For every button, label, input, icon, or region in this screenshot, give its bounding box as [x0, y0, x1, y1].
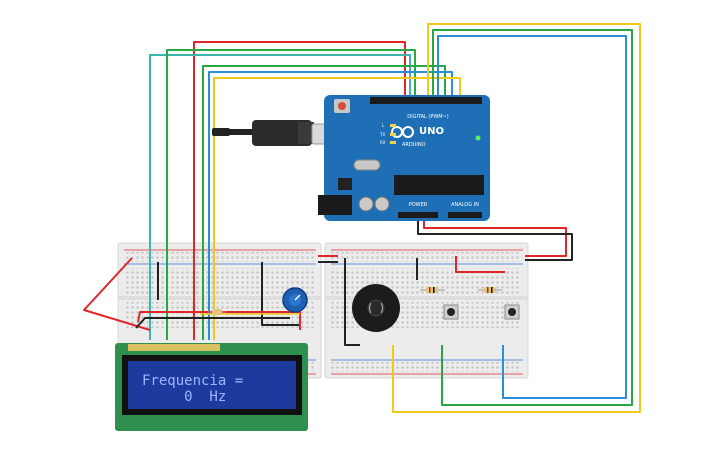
power-header	[398, 212, 438, 218]
wire-yellow-loop	[392, 23, 641, 413]
wire-teal-digital	[149, 54, 411, 340]
wire-red-right-1	[455, 256, 505, 273]
wire-red-left-loop	[83, 257, 151, 331]
pushbutton-2[interactable]	[504, 304, 520, 320]
digital-header	[370, 97, 482, 104]
svg-text:RX: RX	[380, 140, 386, 145]
svg-text:L: L	[382, 123, 385, 128]
resistor-left	[208, 309, 226, 315]
wire-harness	[83, 23, 641, 413]
potentiometer[interactable]	[282, 287, 308, 313]
arduino-logo-icon	[391, 126, 414, 138]
atmega-chip	[394, 175, 484, 195]
piezo-buzzer[interactable]	[352, 284, 400, 332]
wire-red-digital	[193, 41, 406, 340]
analog-header-label: ANALOG IN	[451, 202, 479, 208]
arduino-uno-board: DIGITAL (PWM~) UNO ARDUINO L TX RX	[318, 95, 490, 221]
sound-wave-icon	[369, 302, 383, 314]
wire-green-1	[166, 49, 416, 340]
wire-black-gnd	[417, 216, 573, 261]
crystal	[353, 159, 381, 171]
arduino-model-label: UNO	[419, 126, 444, 137]
reset-button[interactable]	[338, 102, 346, 110]
wire-black-pot	[261, 262, 300, 326]
status-leds: L TX RX	[379, 123, 396, 145]
arduino-brand-label: ARDUINO	[402, 142, 426, 148]
wire-green-2	[202, 65, 446, 340]
wire-red-5v	[423, 216, 567, 257]
power-header-label: POWER	[409, 202, 428, 208]
resistor-right-1	[420, 287, 445, 293]
lcd-pin-header	[128, 344, 220, 351]
wire-black-lcd	[135, 317, 290, 329]
svg-text:TX: TX	[379, 132, 385, 137]
wire-blue-digital	[208, 71, 453, 340]
capacitor-2	[374, 196, 390, 212]
usb-cable	[212, 120, 341, 146]
wire-yellow-digital	[213, 77, 461, 340]
pushbutton-1[interactable]	[443, 304, 459, 320]
lcd-screen	[128, 361, 296, 409]
digital-header-label: DIGITAL (PWM~)	[407, 114, 449, 120]
lcd-line-1: Frequencia =	[142, 373, 243, 389]
lcd-module: Frequencia = 0 Hz	[115, 343, 308, 431]
power-led-icon	[475, 135, 481, 141]
wire-black-buzzer	[344, 258, 360, 346]
capacitor-1	[358, 196, 374, 212]
analog-header	[448, 212, 482, 218]
resistor-right-2	[478, 287, 502, 293]
voltage-regulator	[338, 178, 352, 190]
lcd-line-2: 0 Hz	[142, 389, 226, 405]
wire-blue-loop	[437, 35, 627, 399]
wire-green-loop	[432, 29, 633, 406]
power-jack	[318, 195, 352, 215]
